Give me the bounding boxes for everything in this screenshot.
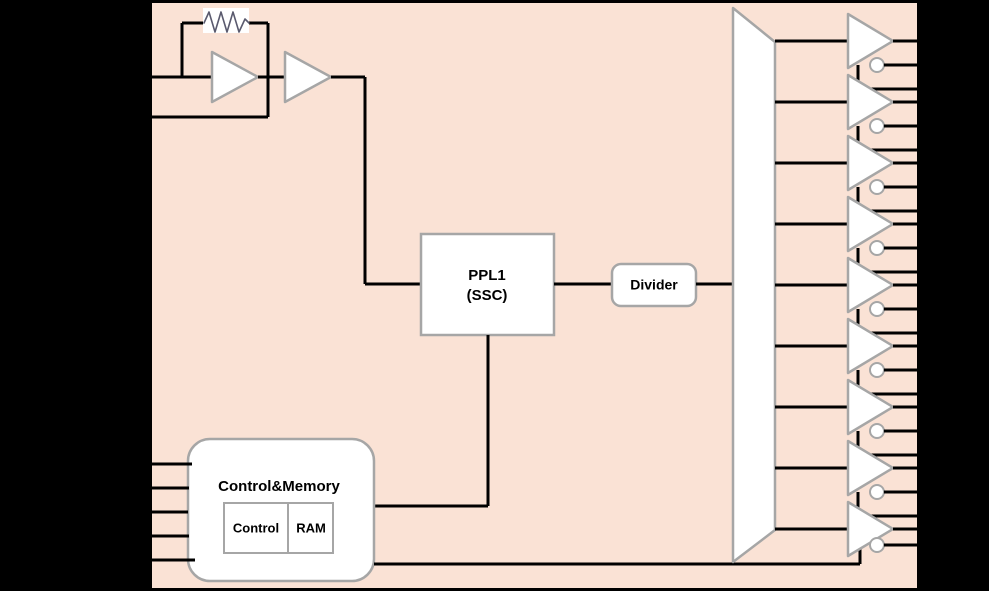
output-buffer-3 xyxy=(846,134,895,192)
net-osc-to-pll xyxy=(331,75,421,286)
control-memory-title: Control&Memory xyxy=(218,478,340,495)
osc-amp-2 xyxy=(283,50,333,104)
resistor-zigzag-icon xyxy=(203,8,250,33)
output-buffer-2 xyxy=(846,73,895,131)
inverting-bubble-2 xyxy=(869,118,885,134)
pll-block[interactable] xyxy=(419,232,556,337)
divider-label: Divider xyxy=(630,277,678,293)
inverting-bubble-4 xyxy=(869,240,885,256)
clk-out-8 xyxy=(775,439,918,518)
clk-out-3 xyxy=(775,134,918,213)
pll-label-line1: PPL1 xyxy=(468,267,506,284)
output-buffer-5 xyxy=(846,256,895,314)
control-interface-pins xyxy=(151,462,195,562)
inverting-bubble-6 xyxy=(869,362,885,378)
inverting-bubble-3 xyxy=(869,179,885,195)
output-buffer-7 xyxy=(846,378,895,436)
output-buffer-1 xyxy=(846,12,895,70)
clk-out-2 xyxy=(775,73,918,152)
inverting-bubble-1 xyxy=(869,57,885,73)
clk-out-6 xyxy=(775,317,918,396)
output-buffer-6 xyxy=(846,317,895,375)
clk-out-7 xyxy=(775,378,918,457)
net-pll-to-control xyxy=(374,335,490,508)
osc-amp-1 xyxy=(210,50,260,104)
pll-label-line2: (SSC) xyxy=(467,287,508,304)
inverting-bubble-7 xyxy=(869,423,885,439)
clk-out-9 xyxy=(775,500,918,558)
inverting-bubble-8 xyxy=(869,484,885,500)
inverting-bubble-9 xyxy=(869,537,885,553)
net-control-to-output-stage xyxy=(374,548,862,566)
control-sub-label: Control xyxy=(233,520,279,535)
ram-sub-block[interactable] xyxy=(287,502,334,554)
output-buffer-8 xyxy=(846,439,895,497)
inverting-bubble-5 xyxy=(869,301,885,317)
fanout-block[interactable] xyxy=(731,6,777,564)
clk-out-4 xyxy=(775,195,918,274)
ram-sub-label: RAM xyxy=(296,520,326,535)
output-buffer-4 xyxy=(846,195,895,253)
oscillator-feedback-net xyxy=(180,21,270,117)
